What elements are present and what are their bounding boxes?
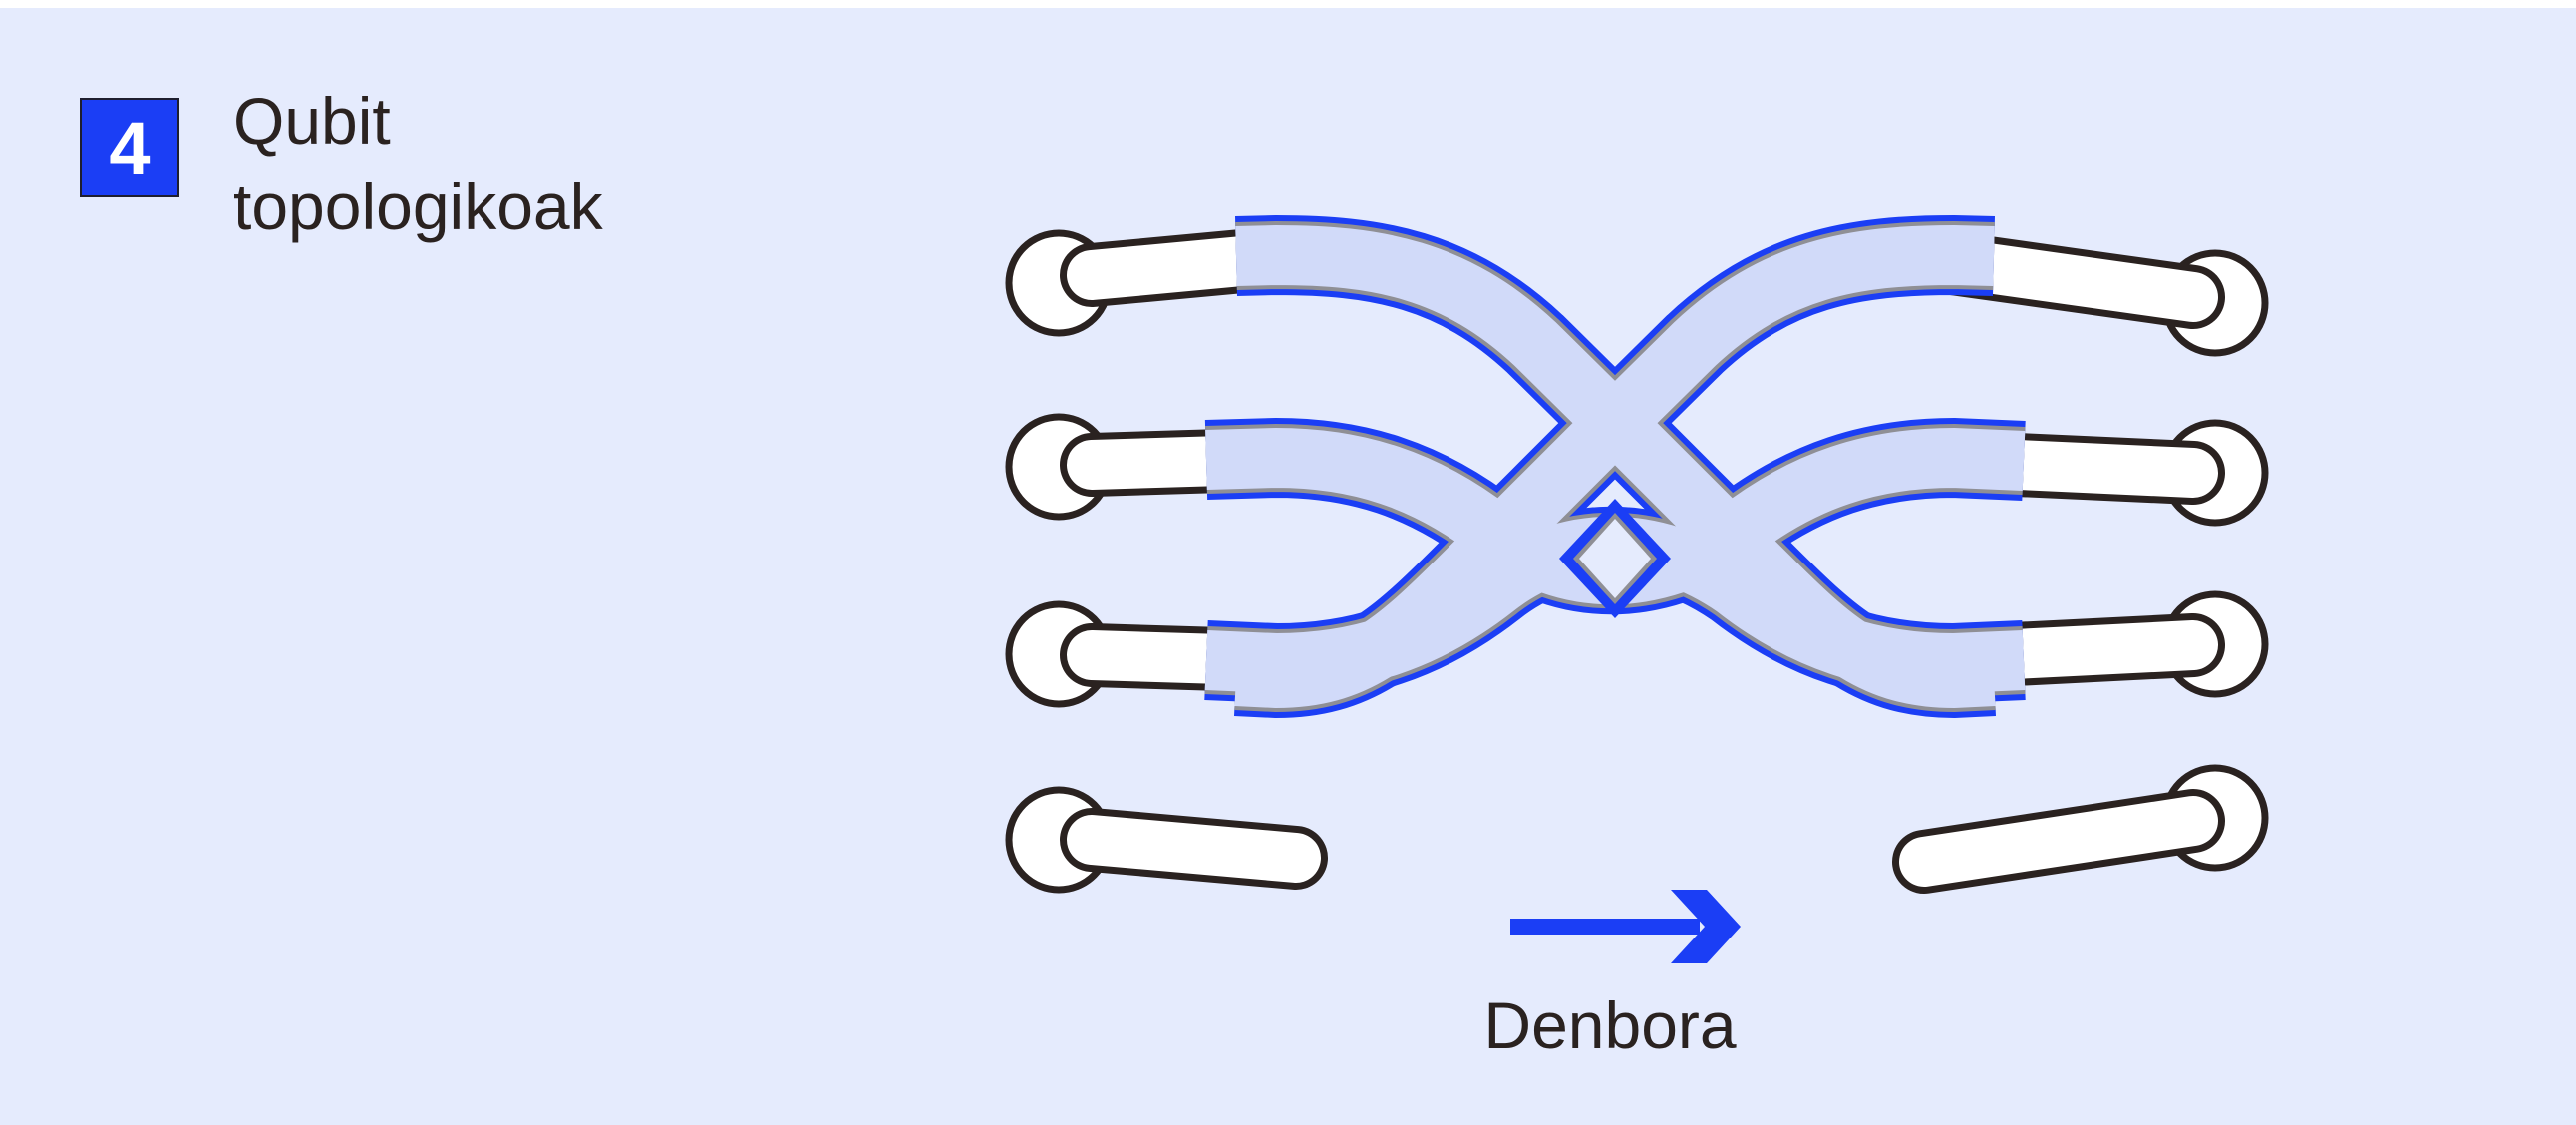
figure-title-line2: topologikoak <box>233 170 603 243</box>
center-diamond <box>1559 499 1671 618</box>
figure-number-badge: 4 <box>80 98 179 197</box>
right-arrow-icon <box>1510 890 1741 963</box>
figure-number: 4 <box>109 106 151 189</box>
figure-title: Qubit topologikoak <box>233 78 603 249</box>
left-terminals <box>1005 229 1113 894</box>
figure-title-line1: Qubit <box>233 84 391 158</box>
time-axis-label: Denbora <box>1483 988 1737 1062</box>
figure-panel <box>0 8 2576 1125</box>
right-terminals <box>2161 249 2269 872</box>
wire-left-4 <box>1067 815 1321 883</box>
wire-right-4 <box>1899 796 2218 887</box>
